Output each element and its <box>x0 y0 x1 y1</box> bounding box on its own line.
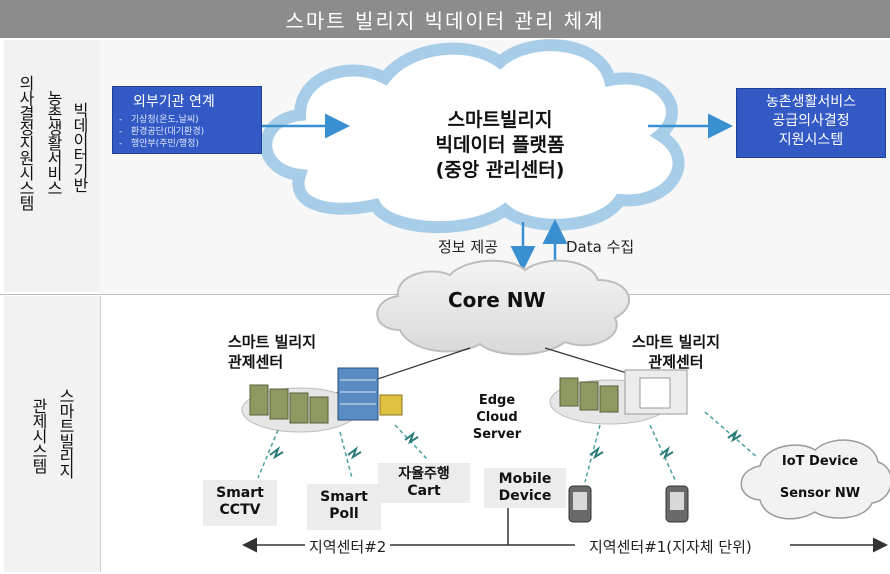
side-bottom-col-right: 스마트빌리지 <box>56 388 75 478</box>
control-left-line1: 스마트 빌리지 <box>228 333 317 351</box>
core-nw-cloud-shape <box>376 259 631 356</box>
external-agencies-box: 외부기관 연계 - 기상청(온도,날씨) - 환경공단(대기환경) - 행안부(… <box>112 86 262 154</box>
signal-bolt-icon <box>727 429 742 443</box>
signal-bolt-icon <box>659 446 674 460</box>
link-left-cart <box>394 424 429 461</box>
side-top-col-mid: 농촌생활서비스 <box>44 90 63 195</box>
control-left-line2: 관제센터 <box>228 353 284 371</box>
mobile-phone-icon <box>568 485 592 523</box>
signal-bolt-icon <box>269 446 284 460</box>
edge-line2: Cloud <box>476 410 518 425</box>
side-top-col-left: 의사결정지원시스템 <box>16 75 35 210</box>
core-nw-label: Core NW <box>448 288 546 312</box>
control-center-right-illustration <box>549 369 688 425</box>
platform-subtitle: 빅데이터 플랫폼 <box>435 134 565 156</box>
region-right-label: 지역센터#1(지자체 단위) <box>585 536 756 557</box>
data-collect-label: Data 수집 <box>566 238 635 256</box>
iot-cloud-text: IoT Device Sensor NW <box>760 446 880 510</box>
platform-name: 스마트빌리지 <box>447 109 553 131</box>
control-center-right-label: 스마트 빌리지 관제센터 <box>632 332 720 372</box>
edge-line3: Server <box>472 427 522 442</box>
region-left-label: 지역센터#2 <box>305 536 391 557</box>
side-label-bottom: 스마트빌리지 관제시스템 <box>4 296 101 572</box>
external-agency-item: - 환경공단(대기환경) <box>119 127 205 137</box>
decision-line1: 농촌생활서비스 <box>765 94 857 110</box>
link-left-poll <box>339 431 353 479</box>
external-agency-item: - 행안부(주민/행정) <box>119 139 199 149</box>
device-smart-cctv: Smart CCTV <box>203 480 277 526</box>
info-provide-label: 정보 제공 <box>438 238 498 256</box>
external-agency-item: - 기상청(온도,날씨) <box>119 115 199 125</box>
external-agencies-title: 외부기관 연계 <box>133 94 215 110</box>
link-left-cctv <box>257 429 279 479</box>
control-right-line2: 관제센터 <box>648 353 704 371</box>
platform-role: (중앙 관리센터) <box>435 159 565 181</box>
platform-cloud-shape <box>260 39 685 234</box>
side-bottom-col-left: 관제시스템 <box>29 398 48 473</box>
device-mobile: Mobile Device <box>484 468 566 508</box>
decision-line3: 지원시스템 <box>778 132 844 148</box>
signal-bolt-icon <box>347 446 362 460</box>
platform-cloud-text: 스마트빌리지 빅데이터 플랫폼 (중앙 관리센터) <box>390 108 610 183</box>
control-right-line1: 스마트 빌리지 <box>632 333 721 351</box>
device-autonomous-cart: 자율주행 Cart <box>378 463 470 503</box>
control-center-left-illustration <box>241 367 403 433</box>
diagram-title: 스마트 빌리지 빅데이터 관리 체계 <box>0 0 890 38</box>
decision-line2: 공급의사결정 <box>772 113 850 129</box>
edge-line1: Edge <box>478 393 516 408</box>
side-label-top: 빅데이터기반 농촌생활서비스 의사결정지원시스템 <box>4 40 101 292</box>
signal-bolt-icon <box>589 446 604 460</box>
sensor-nw-label: Sensor NW <box>779 486 861 501</box>
signal-bolt-icon <box>404 431 419 445</box>
iot-device-label: IoT Device <box>781 454 859 469</box>
iot-cloud-shape <box>740 439 890 520</box>
device-smart-poll: Smart Poll <box>307 484 381 530</box>
decision-support-box: 농촌생활서비스 공급의사결정 지원시스템 <box>736 88 886 158</box>
mobile-phone-icon <box>665 485 689 523</box>
control-center-left-label: 스마트 빌리지 관제센터 <box>228 332 316 372</box>
side-top-col-right: 빅데이터기반 <box>70 102 89 192</box>
edge-cloud-server-label: Edge Cloud Server <box>462 392 532 443</box>
